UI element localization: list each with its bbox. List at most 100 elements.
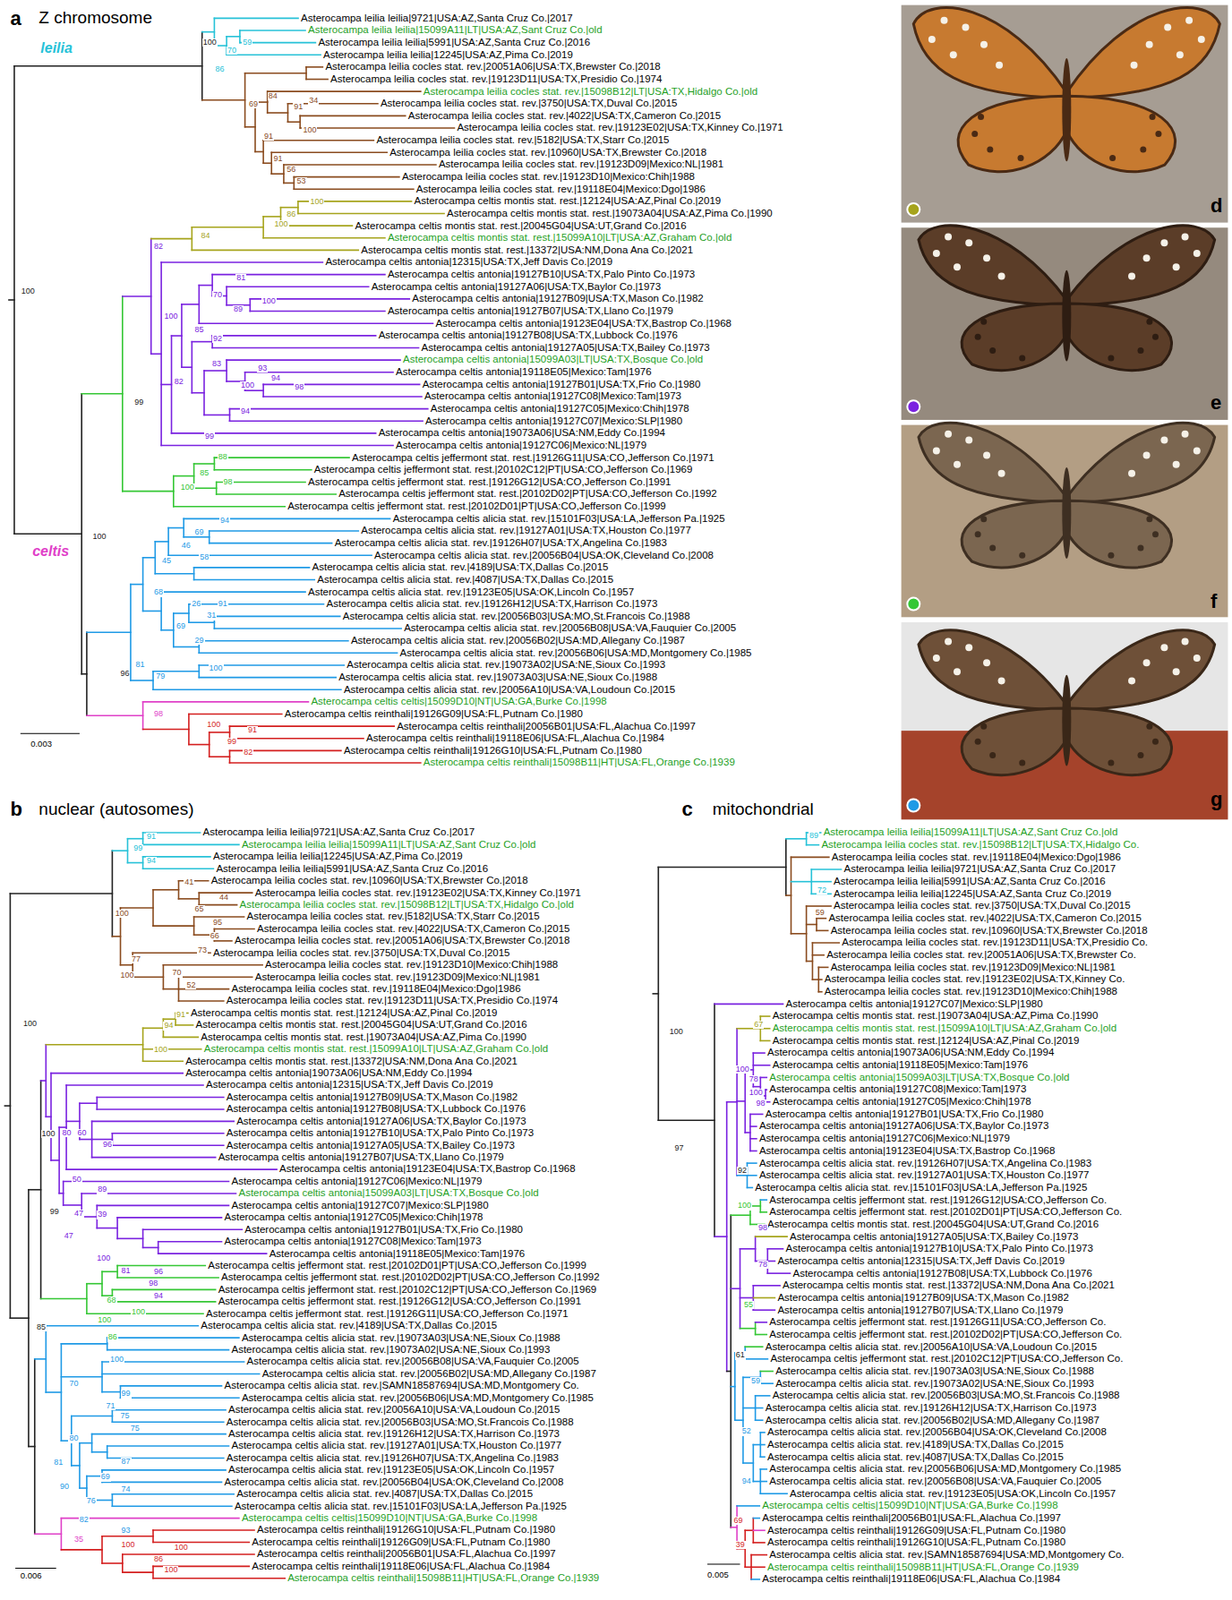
branch-line xyxy=(59,1126,67,1129)
branch-line xyxy=(181,366,192,368)
tip-label: Asterocampa celtis antonia|19118E05|Mexi… xyxy=(772,1059,1029,1071)
bootstrap-value: 85 xyxy=(194,325,206,334)
bootstrap-value: 78 xyxy=(748,1075,760,1084)
tip-label: Asterocampa celtis antonia|19127C06|Mexi… xyxy=(395,439,647,452)
bootstrap-value: 77 xyxy=(130,955,142,964)
wing-spot xyxy=(998,272,1006,280)
branch-line xyxy=(152,671,154,690)
tip-label: Asterocampa leilia cocles stat. rev.|150… xyxy=(821,838,1139,851)
wing-eyespot xyxy=(975,738,982,745)
tip-label: Asterocampa celtis alicia stat. rev.|200… xyxy=(374,549,714,562)
branch-line xyxy=(812,942,814,980)
butterfly-wing xyxy=(918,225,1067,306)
wing-spot xyxy=(944,430,952,438)
wing-spot xyxy=(1181,232,1190,240)
branch-line xyxy=(167,528,170,557)
tip-label: Asterocampa celtis antonia|19127C06|Mexi… xyxy=(231,1175,483,1188)
branch-line xyxy=(65,1085,68,1170)
wing-spot xyxy=(1176,51,1184,59)
branch-line xyxy=(281,206,299,209)
tip-label: Asterocampa leilia cocles stat. rev.|200… xyxy=(826,949,1137,961)
branch-line xyxy=(263,237,385,240)
branch-line xyxy=(154,573,194,575)
photo-letter: d xyxy=(1210,194,1223,217)
bootstrap-value: 98 xyxy=(293,383,305,392)
bootstrap-value: 90 xyxy=(59,1482,70,1491)
bootstrap-value: 60 xyxy=(77,1129,88,1138)
branch-line xyxy=(786,894,792,897)
bootstrap-value: 87 xyxy=(120,1457,132,1466)
scale-value: 0.005 xyxy=(707,1570,729,1581)
branch-line xyxy=(752,1309,775,1311)
branch-line xyxy=(760,1468,767,1471)
tip-label: Asterocampa celtis antonia|19127C07|Mexi… xyxy=(425,415,683,428)
branch-line xyxy=(230,419,424,422)
branch-line xyxy=(78,1443,81,1489)
butterfly-wing xyxy=(961,708,1067,775)
branch-line xyxy=(727,1101,737,1104)
branch-line xyxy=(9,1317,29,1319)
branch-line xyxy=(791,932,807,935)
tip-label: Asterocampa leilia cocles stat. rev.|402… xyxy=(408,110,721,122)
branch-line xyxy=(142,701,145,730)
tip-label: Asterocampa leilia leilia|5991|USA:AZ,Sa… xyxy=(833,875,1106,888)
branch-line xyxy=(191,249,359,252)
branch-line xyxy=(63,1180,230,1183)
bootstrap-value: 100 xyxy=(162,1565,179,1575)
branch-line xyxy=(760,1040,770,1043)
branch-line xyxy=(45,1326,48,1393)
branch-line xyxy=(760,1480,767,1483)
bootstrap-value: 96 xyxy=(153,1267,164,1276)
branch-line xyxy=(755,1321,768,1324)
branch-line xyxy=(28,1189,42,1191)
tip-label: Asterocampa leilia cocles stat. rev.|191… xyxy=(226,994,558,1007)
branch-line xyxy=(111,935,120,938)
tip-label: Asterocampa leilia cocles stat. rev.|191… xyxy=(265,958,558,971)
branch-line xyxy=(818,978,822,981)
branch-line xyxy=(262,384,265,397)
tip-label: Asterocampa celtis alicia stat. rev.|151… xyxy=(393,513,726,525)
bootstrap-value: 47 xyxy=(73,1209,85,1218)
branch-line xyxy=(213,627,402,630)
branch-line xyxy=(198,904,237,907)
bootstrap-value: 92 xyxy=(736,1166,748,1175)
branch-line xyxy=(767,1260,775,1263)
bootstrap-value: 52 xyxy=(741,1427,753,1436)
branch-line xyxy=(111,849,128,852)
tip-label: Asterocampa celtis alicia stat. rev.|SAM… xyxy=(224,1379,580,1392)
tip-label: Asterocampa celtis alicia stat. rev.|190… xyxy=(346,658,666,671)
wing-spot xyxy=(1181,637,1190,645)
bootstrap-value: 74 xyxy=(120,1485,132,1494)
panel-title: mitochondrial xyxy=(712,799,814,820)
bootstrap-value: 59 xyxy=(814,908,826,917)
branch-line xyxy=(106,1445,109,1458)
branch-line xyxy=(85,1283,88,1315)
branch-line xyxy=(60,1343,63,1441)
branch-line xyxy=(102,1391,121,1394)
branch-line xyxy=(45,1115,52,1118)
branch-line xyxy=(744,1529,753,1532)
wing-eyespot xyxy=(1139,145,1147,153)
tip-label: Asterocampa celtis montis stat. rest.|15… xyxy=(387,231,732,244)
wing-spot xyxy=(928,35,936,43)
branch-line xyxy=(208,530,211,544)
branch-line xyxy=(760,1382,773,1385)
tip-label: Asterocampa celtis antonia|12315|USA:TX,… xyxy=(777,1255,1065,1267)
branch-line xyxy=(116,1217,119,1240)
branch-line xyxy=(283,182,294,185)
wing-eyespot xyxy=(1146,318,1153,326)
branch-line xyxy=(267,111,289,114)
butterfly-body xyxy=(1061,58,1071,162)
wing-spot xyxy=(1146,41,1154,49)
branch-line xyxy=(739,1249,742,1329)
wing-spot xyxy=(965,643,973,651)
bootstrap-value: 69 xyxy=(733,1516,745,1525)
bootstrap-value: 100 xyxy=(119,971,135,980)
branch-line xyxy=(751,1554,767,1557)
tip-label: Asterocampa celtis antonia|19127B07|USA:… xyxy=(777,1304,1063,1317)
bootstrap-value: 91 xyxy=(272,154,283,163)
scale-value: 0.003 xyxy=(30,739,52,750)
branch-line xyxy=(239,29,306,32)
branch-line xyxy=(750,1113,763,1116)
bootstrap-value: 91 xyxy=(247,726,258,735)
